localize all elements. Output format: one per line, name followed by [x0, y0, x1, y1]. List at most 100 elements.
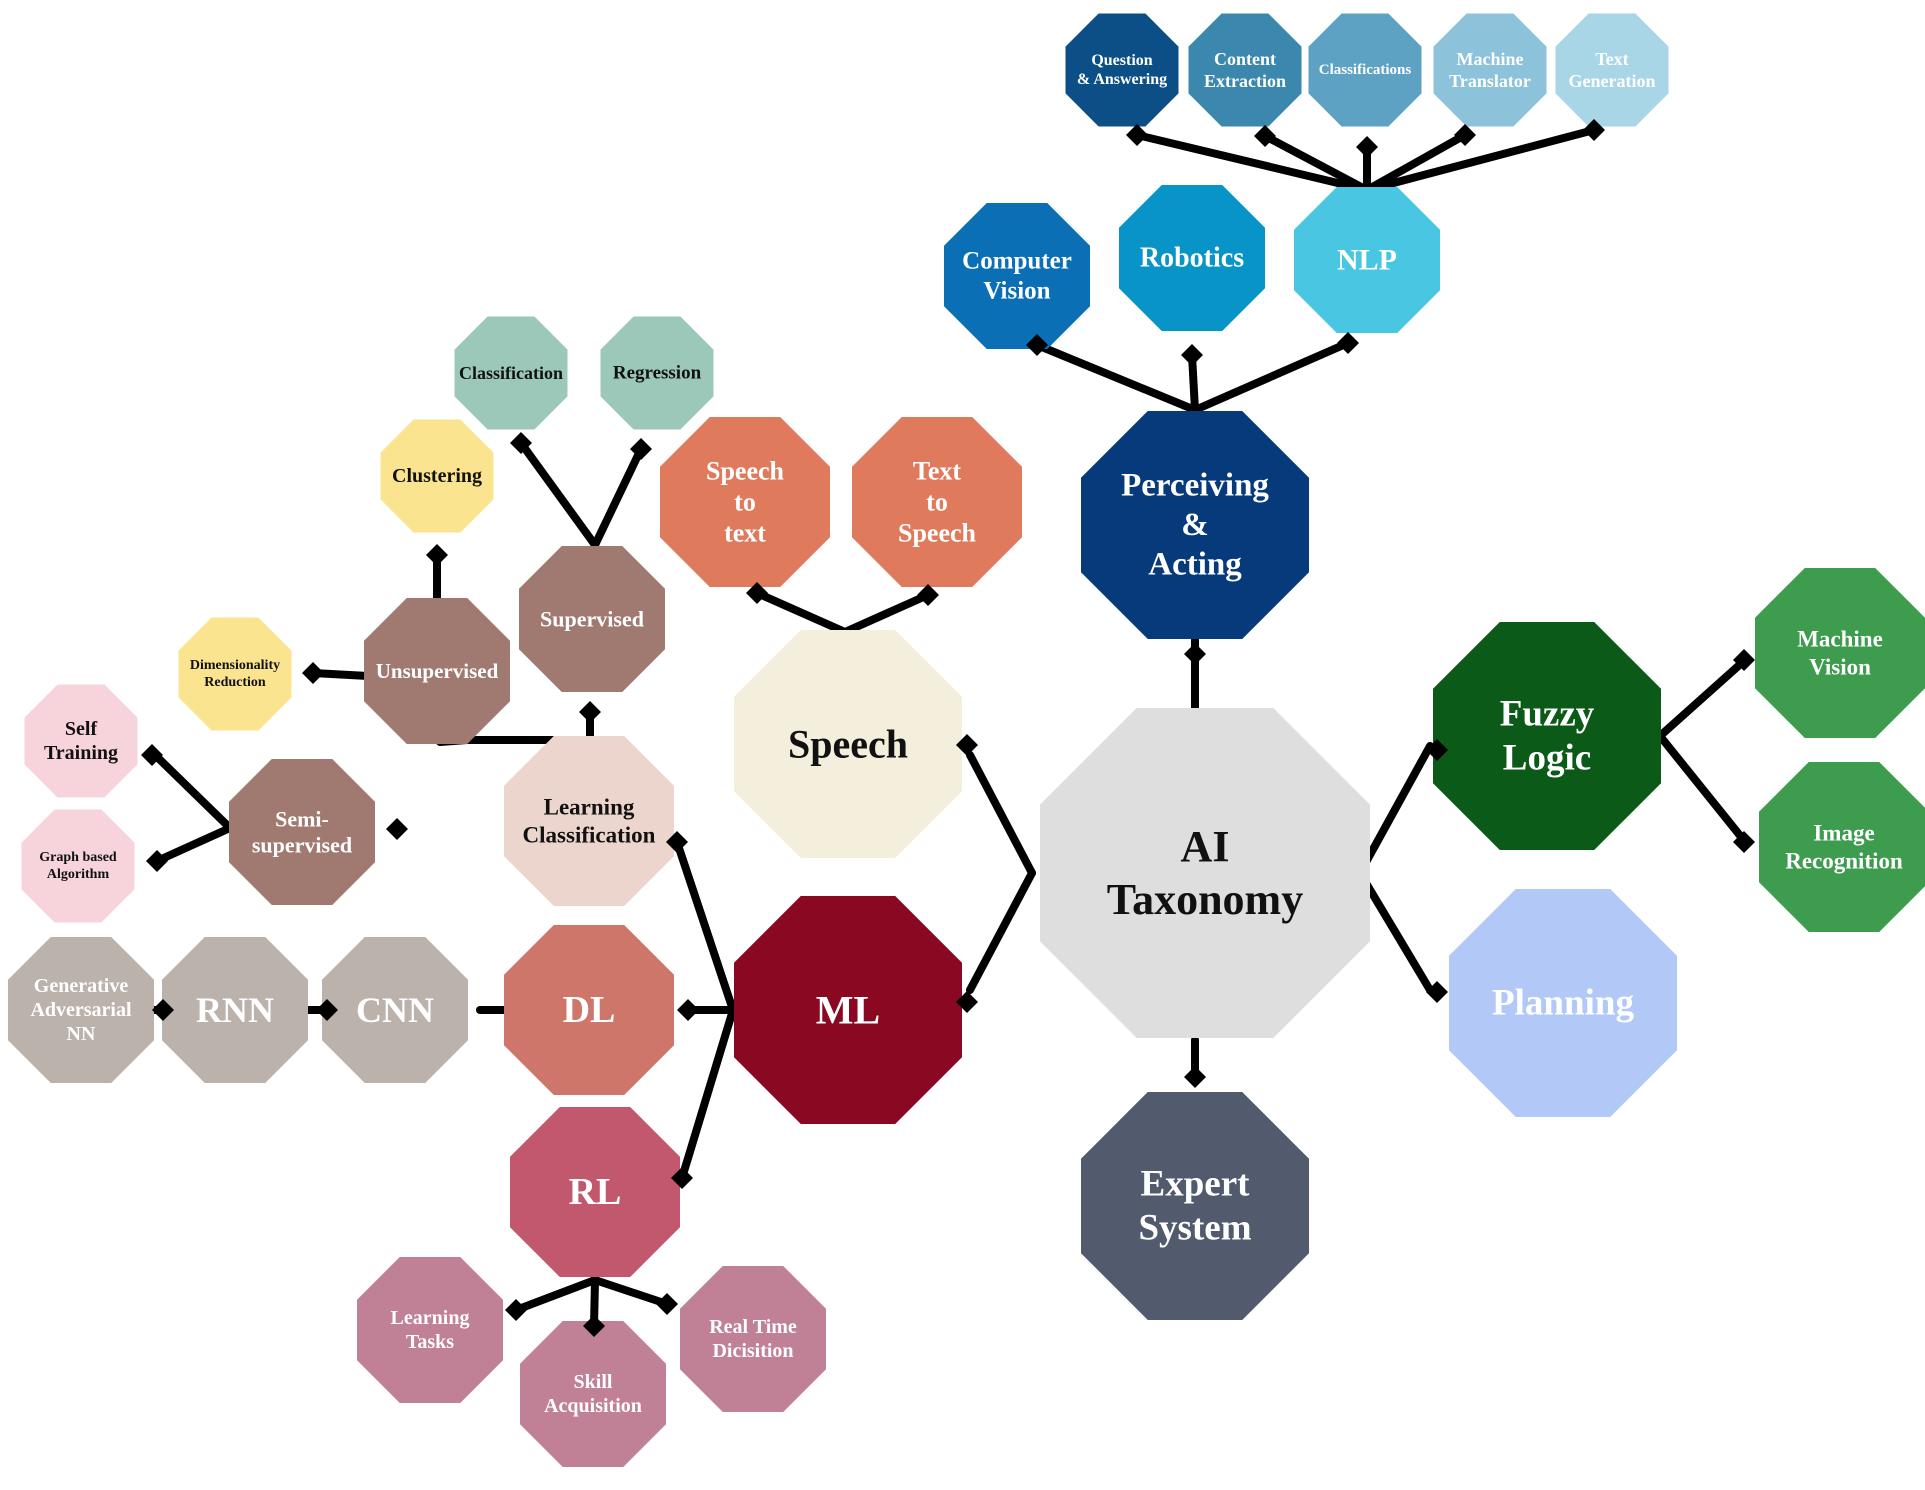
connector-markers — [141, 119, 1755, 1337]
connector-line — [517, 439, 599, 549]
node-stt-shape — [660, 417, 830, 587]
connector-diamond — [1254, 125, 1276, 147]
node-speech-label: Speech — [788, 722, 908, 767]
node-stt-label: text — [724, 519, 766, 548]
connector-line — [1261, 132, 1371, 194]
node-expert-shape — [1081, 1092, 1309, 1320]
node-rnn-shape — [162, 937, 308, 1083]
node-ml-label: ML — [816, 988, 880, 1033]
node-ai-label: AI — [1181, 822, 1230, 871]
connector-diamond — [1026, 334, 1048, 356]
connector-diamond — [1181, 344, 1203, 366]
connector-line — [591, 1276, 671, 1308]
connector-diamond — [956, 991, 978, 1013]
node-speech-shape — [734, 630, 962, 858]
node-semi-label: supervised — [252, 833, 352, 858]
node-supervised: Supervised — [519, 546, 665, 692]
node-tg-shape — [1555, 13, 1669, 127]
node-classification-shape — [454, 316, 568, 430]
node-clustering-shape — [380, 419, 494, 533]
connector-line — [678, 1006, 737, 1182]
node-sa-shape — [520, 1321, 666, 1467]
node-unsupervised-shape — [364, 598, 510, 744]
node-mv-shape — [1755, 568, 1925, 738]
node-lc-label: Learning — [544, 795, 635, 820]
connector-diamond — [1733, 831, 1755, 853]
connector-line — [512, 1276, 599, 1314]
node-regression-shape — [600, 316, 714, 430]
connector-diamond — [152, 999, 174, 1021]
node-selftrain-label: Self — [65, 718, 98, 740]
node-clustering: Clustering — [380, 419, 494, 533]
connector-diamond — [671, 1167, 693, 1189]
connector-diamond — [1337, 332, 1359, 354]
node-perceiving-shape — [1081, 411, 1309, 639]
node-unsupervised: Unsupervised — [364, 598, 510, 744]
connector-line — [1033, 341, 1199, 414]
node-dl: DL — [504, 925, 674, 1095]
node-rtd-label: Dicisition — [712, 1340, 793, 1362]
connector-line — [1356, 742, 1434, 877]
node-dl-shape — [504, 925, 674, 1095]
node-lt-shape — [357, 1257, 503, 1403]
connector-diamond — [1426, 739, 1448, 761]
node-nlp-label: NLP — [1337, 244, 1397, 277]
connector-line — [841, 591, 932, 636]
node-regression: Regression — [600, 316, 714, 430]
node-qa: Question& Answering — [1065, 13, 1179, 127]
connector-diamond — [579, 701, 601, 723]
node-planning-label: Planning — [1492, 983, 1634, 1024]
node-rtd-shape — [680, 1266, 826, 1412]
node-classification: Classification — [454, 316, 568, 430]
node-sa-label: Acquisition — [544, 1395, 642, 1417]
node-classification-label: Classification — [459, 363, 563, 383]
node-cv-shape — [944, 203, 1090, 349]
node-planning-shape — [1449, 889, 1677, 1117]
connector-line — [673, 838, 737, 1014]
node-unsupervised-label: Unsupervised — [376, 659, 499, 683]
connector-diamond — [505, 1299, 527, 1321]
node-qa-label: & Answering — [1077, 71, 1167, 88]
connector-diamond — [1583, 119, 1605, 141]
node-ai-shape — [1040, 708, 1370, 1038]
node-classifications: Classifications — [1308, 13, 1422, 127]
node-lt-label: Tasks — [406, 1331, 454, 1353]
connector-line — [148, 748, 234, 832]
node-fuzzy-shape — [1433, 622, 1661, 850]
node-stt-label: Speech — [706, 456, 785, 485]
node-lc-shape — [504, 736, 674, 906]
node-cnn-shape — [322, 937, 468, 1083]
node-mt-label: Translator — [1449, 71, 1531, 91]
connector-diamond — [1733, 649, 1755, 671]
connector-line — [591, 445, 645, 549]
node-supervised-shape — [519, 546, 665, 692]
node-mt-label: Machine — [1457, 49, 1524, 69]
node-nlp-shape — [1294, 187, 1440, 333]
node-ir-label: Image — [1813, 821, 1874, 846]
node-dimred-label: Reduction — [204, 675, 266, 690]
node-content-label: Extraction — [1204, 71, 1286, 91]
connector-diamond — [510, 432, 532, 454]
connector-line — [1656, 732, 1750, 847]
node-gan-label: Generative — [34, 975, 129, 997]
node-selftrain-shape — [24, 684, 138, 798]
node-semi: Semi-supervised — [229, 759, 375, 905]
taxonomy-nodes: AITaxonomyPerceiving&ActingComputerVisio… — [8, 13, 1925, 1467]
node-perceiving-label: & — [1181, 507, 1209, 543]
node-qa-shape — [1065, 13, 1179, 127]
node-fuzzy-label: Fuzzy — [1500, 693, 1595, 734]
node-gan-shape — [8, 937, 154, 1083]
connector-diamond — [1184, 643, 1206, 665]
node-robotics: Robotics — [1119, 185, 1265, 331]
node-rtd-label: Real Time — [709, 1316, 797, 1338]
connector-line — [1656, 656, 1749, 740]
connector-diamond — [630, 438, 652, 460]
